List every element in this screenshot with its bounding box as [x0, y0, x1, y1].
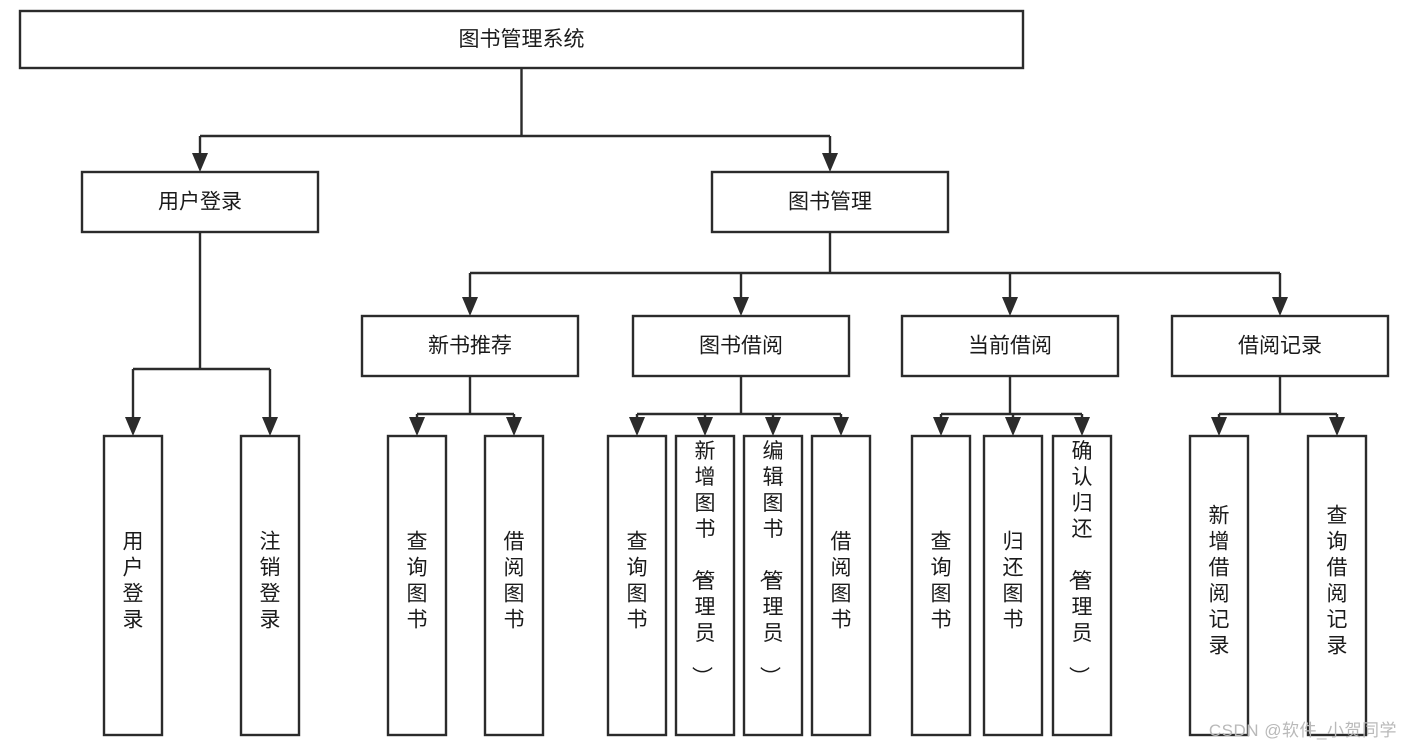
arrow-head-icon	[506, 417, 522, 436]
arrow-head-icon	[1002, 297, 1018, 316]
arrow-head-icon	[262, 417, 278, 436]
node-leaf-user-logout-label: 注销登录	[260, 531, 281, 632]
node-new-book-rec[interactable]: 新书推荐	[360, 314, 580, 378]
node-book-manage[interactable]: 图书管理	[710, 170, 950, 234]
node-leaf-query-book-2-label: 查询图书	[627, 531, 648, 632]
arrow-head-icon	[462, 297, 478, 316]
node-leaf-query-record-box[interactable]	[1306, 434, 1368, 737]
node-leaf-query-record-label: 查询借阅记录	[1327, 505, 1348, 658]
node-leaf-borrow-book-1-label: 借阅图书	[504, 531, 525, 632]
node-user-login[interactable]: 用户登录	[80, 170, 320, 234]
arrow-head-icon	[822, 153, 838, 172]
node-root-system[interactable]: 图书管理系统	[18, 9, 1025, 70]
node-book-manage-box[interactable]	[710, 170, 950, 234]
node-leaf-add-record[interactable]: 新增借阅记录	[1188, 434, 1250, 737]
arrow-head-icon	[933, 417, 949, 436]
arrow-head-icon	[1005, 417, 1021, 436]
node-leaf-add-book-label: 新增图书（管理员）	[690, 440, 716, 687]
node-leaf-borrow-book-2-label: 借阅图书	[831, 531, 852, 632]
arrow-head-icon	[697, 417, 713, 436]
node-book-manage-label: 图书管理	[788, 191, 872, 214]
arrow-head-icon	[409, 417, 425, 436]
arrow-head-icon	[733, 297, 749, 316]
node-leaf-return-book-box[interactable]	[982, 434, 1044, 737]
connectors-layer	[125, 68, 1345, 436]
node-leaf-query-book-2-box[interactable]	[606, 434, 668, 737]
node-leaf-borrow-book-2-box[interactable]	[810, 434, 872, 737]
node-leaf-confirm-return-box[interactable]	[1051, 434, 1113, 737]
node-leaf-add-book[interactable]: 新增图书（管理员）	[674, 434, 736, 737]
arrow-head-icon	[1074, 417, 1090, 436]
node-leaf-user-login[interactable]: 用户登录	[102, 434, 164, 737]
node-leaf-add-book-box[interactable]	[674, 434, 736, 737]
node-leaf-borrow-book-1[interactable]: 借阅图书	[483, 434, 545, 737]
node-leaf-return-book[interactable]: 归还图书	[982, 434, 1044, 737]
arrow-head-icon	[629, 417, 645, 436]
node-leaf-edit-book-label: 编辑图书（管理员）	[758, 440, 784, 687]
arrow-head-icon	[1211, 417, 1227, 436]
node-current-borrow-label: 当前借阅	[968, 335, 1052, 358]
arrow-head-icon	[192, 153, 208, 172]
csdn-watermark: CSDN @软件_小贺同学	[1208, 721, 1397, 740]
node-book-borrow-box[interactable]	[631, 314, 851, 378]
node-borrow-record[interactable]: 借阅记录	[1170, 314, 1390, 378]
node-leaf-add-record-label: 新增借阅记录	[1209, 505, 1230, 658]
node-leaf-query-book-3[interactable]: 查询图书	[910, 434, 972, 737]
node-book-borrow-label: 图书借阅	[699, 335, 783, 358]
node-leaf-return-book-label: 归还图书	[1003, 531, 1024, 632]
node-leaf-query-book-1-label: 查询图书	[407, 531, 428, 632]
node-leaf-user-login-box[interactable]	[102, 434, 164, 737]
node-leaf-query-book-1[interactable]: 查询图书	[386, 434, 448, 737]
node-user-login-box[interactable]	[80, 170, 320, 234]
node-leaf-confirm-return-label: 确认归还（管理员）	[1067, 440, 1093, 687]
node-new-book-rec-label: 新书推荐	[428, 335, 512, 358]
node-user-login-label: 用户登录	[158, 191, 242, 214]
node-leaf-edit-book-box[interactable]	[742, 434, 804, 737]
node-borrow-record-box[interactable]	[1170, 314, 1390, 378]
node-book-borrow[interactable]: 图书借阅	[631, 314, 851, 378]
node-leaf-borrow-book-2[interactable]: 借阅图书	[810, 434, 872, 737]
node-leaf-edit-book[interactable]: 编辑图书（管理员）	[742, 434, 804, 737]
arrow-head-icon	[833, 417, 849, 436]
node-new-book-rec-box[interactable]	[360, 314, 580, 378]
node-leaf-query-record[interactable]: 查询借阅记录	[1306, 434, 1368, 737]
node-borrow-record-label: 借阅记录	[1238, 335, 1322, 358]
node-root-system-box[interactable]	[18, 9, 1025, 70]
node-leaf-query-book-1-box[interactable]	[386, 434, 448, 737]
arrow-head-icon	[1329, 417, 1345, 436]
node-leaf-query-book-2[interactable]: 查询图书	[606, 434, 668, 737]
node-leaf-user-logout[interactable]: 注销登录	[239, 434, 301, 737]
arrow-head-icon	[765, 417, 781, 436]
node-leaf-query-book-3-box[interactable]	[910, 434, 972, 737]
node-leaf-confirm-return[interactable]: 确认归还（管理员）	[1051, 434, 1113, 737]
node-current-borrow-box[interactable]	[900, 314, 1120, 378]
node-root-system-label: 图书管理系统	[459, 28, 585, 51]
node-leaf-borrow-book-1-box[interactable]	[483, 434, 545, 737]
arrow-head-icon	[125, 417, 141, 436]
node-current-borrow[interactable]: 当前借阅	[900, 314, 1120, 378]
node-leaf-user-login-label: 用户登录	[123, 531, 144, 632]
nodes-layer: 图书管理系统用户登录图书管理新书推荐图书借阅当前借阅借阅记录用户登录注销登录查询…	[18, 9, 1390, 737]
arrow-head-icon	[1272, 297, 1288, 316]
node-leaf-user-logout-box[interactable]	[239, 434, 301, 737]
node-leaf-add-record-box[interactable]	[1188, 434, 1250, 737]
node-leaf-query-book-3-label: 查询图书	[931, 531, 952, 632]
